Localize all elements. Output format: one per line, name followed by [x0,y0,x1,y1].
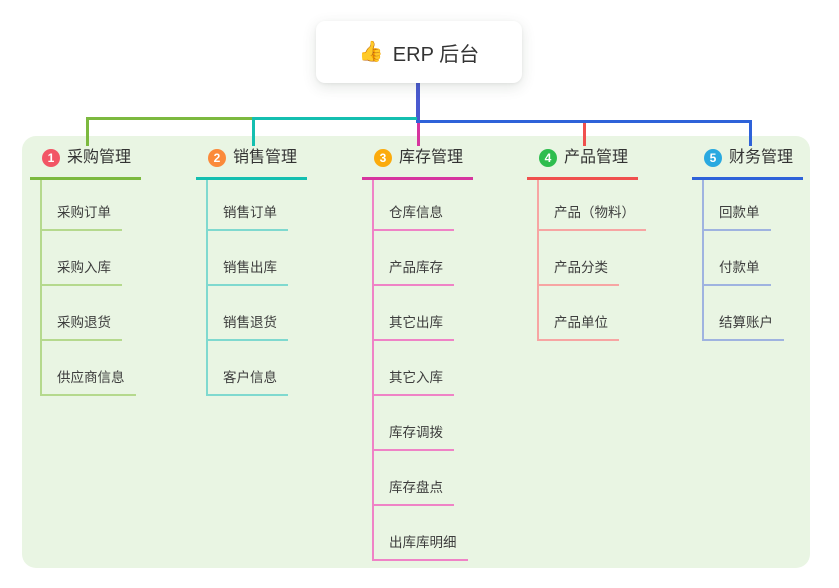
child-node[interactable]: 销售退货 [206,286,288,341]
branch-node-3[interactable]: 3 库存管理 [362,143,474,180]
child-node[interactable]: 其它入库 [372,341,454,396]
child-connector-line [702,180,704,341]
branch-label: 财务管理 [729,149,794,166]
branch-label: 库存管理 [399,149,464,166]
branch-node-2[interactable]: 2 销售管理 [196,143,308,180]
child-node[interactable]: 付款单 [702,231,771,286]
child-node[interactable]: 产品库存 [372,231,454,286]
child-node[interactable]: 回款单 [702,180,771,231]
child-node[interactable]: 其它出库 [372,286,454,341]
child-node[interactable]: 客户信息 [206,341,288,396]
root-stem-line [416,83,420,123]
children-list: 产品（物料）产品分类产品单位 [537,180,646,341]
children-list: 回款单付款单结算账户 [702,180,784,341]
children-list: 仓库信息产品库存其它出库其它入库库存调拨库存盘点出库库明细 [372,180,468,561]
branch-number-badge-4: 4 [539,149,557,167]
drop-line-branch-1 [86,117,89,146]
child-node[interactable]: 采购订单 [40,180,122,231]
child-connector-line [206,180,208,396]
child-connector-line [537,180,539,341]
child-node[interactable]: 采购入库 [40,231,122,286]
child-connector-line [40,180,42,396]
branch-label: 产品管理 [564,149,629,166]
branches-panel [22,136,810,568]
branch-number-badge-5: 5 [704,149,722,167]
branch-number-badge-2: 2 [208,149,226,167]
branch-node-5[interactable]: 5 财务管理 [692,143,804,180]
child-node[interactable]: 结算账户 [702,286,784,341]
child-node[interactable]: 产品单位 [537,286,619,341]
child-node[interactable]: 库存盘点 [372,451,454,506]
branch-number-badge-3: 3 [374,149,392,167]
child-node[interactable]: 出库库明细 [372,506,468,561]
root-node-label: ERP 后台 [392,43,480,66]
children-list: 采购订单采购入库采购退货供应商信息 [40,180,136,396]
root-node-erp[interactable]: 👍 ERP 后台 [316,21,522,83]
child-node[interactable]: 库存调拨 [372,396,454,451]
branch-label: 销售管理 [233,149,298,166]
branch-number-badge-1: 1 [42,149,60,167]
bus-segment-branch-5 [416,120,752,123]
branch-node-4[interactable]: 4 产品管理 [527,143,639,180]
bus-segment-branch-2 [252,117,417,120]
child-node[interactable]: 产品分类 [537,231,619,286]
drop-line-branch-4 [583,123,586,146]
child-connector-line [372,180,374,561]
drop-line-branch-5 [749,120,752,146]
branch-node-1[interactable]: 1 采购管理 [30,143,142,180]
thumbs-up-icon: 👍 [358,41,384,63]
child-node[interactable]: 仓库信息 [372,180,454,231]
drop-line-branch-2 [252,117,255,146]
child-node[interactable]: 供应商信息 [40,341,136,396]
branch-label: 采购管理 [67,149,132,166]
child-node[interactable]: 产品（物料） [537,180,646,231]
child-node[interactable]: 采购退货 [40,286,122,341]
bus-segment-branch-1 [86,117,252,120]
drop-line-branch-3 [417,123,420,146]
child-node[interactable]: 销售订单 [206,180,288,231]
child-node[interactable]: 销售出库 [206,231,288,286]
children-list: 销售订单销售出库销售退货客户信息 [206,180,288,396]
